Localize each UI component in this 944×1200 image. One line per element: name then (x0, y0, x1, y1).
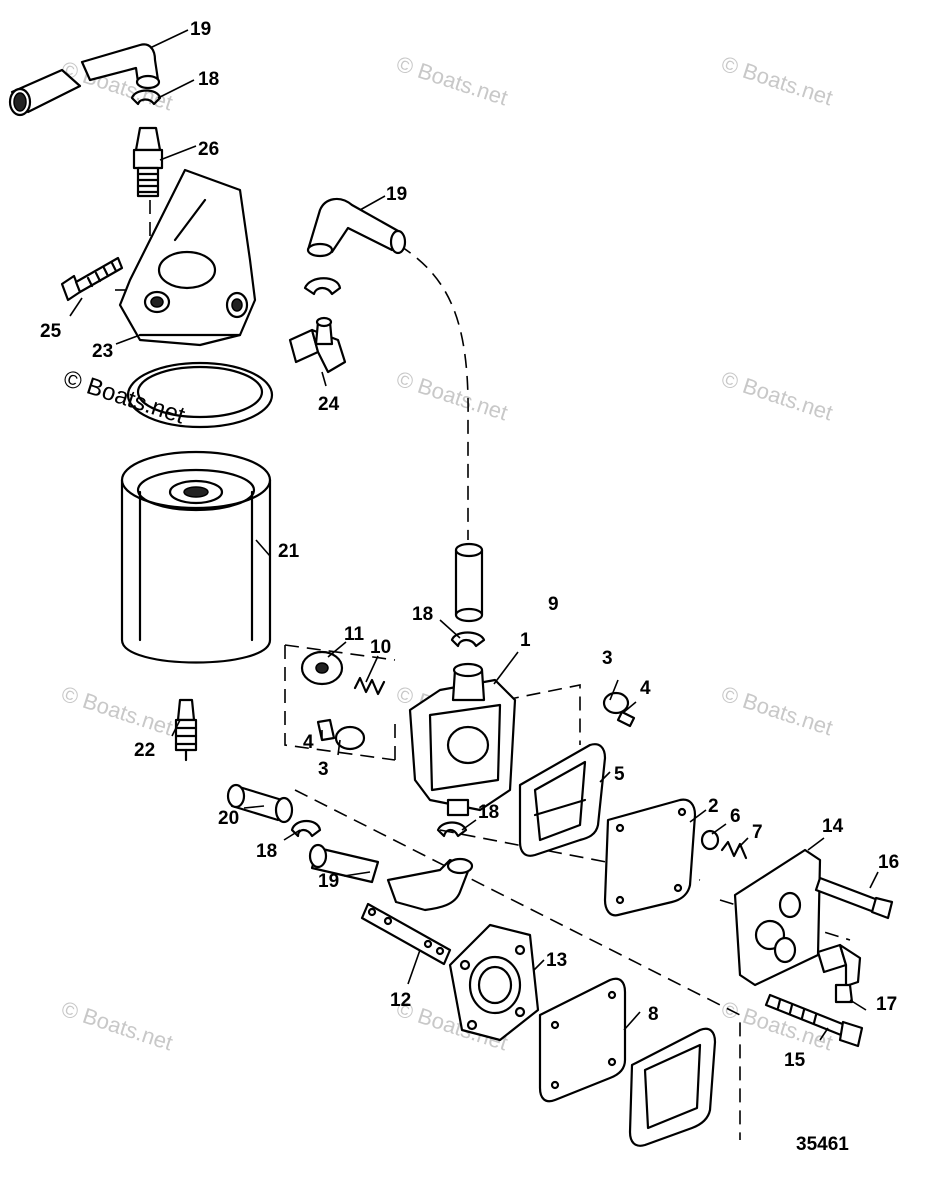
watermark: © Boats.net (393, 366, 510, 425)
callout-4: 4 (303, 732, 314, 753)
filter-canister-21 (120, 450, 272, 664)
bolt-15 (764, 993, 864, 1048)
callout-15: 15 (784, 1050, 806, 1071)
callout-11: 11 (344, 624, 365, 645)
watermark: © Boats.net (718, 51, 835, 110)
callout-26: 26 (198, 139, 219, 160)
watermark: © Boats.net (58, 681, 175, 740)
clamp-18-pump (450, 631, 486, 648)
hose-19-middle (306, 197, 407, 258)
callout-6: 6 (730, 806, 741, 827)
watermark: © Boats.net (718, 366, 835, 425)
callout-5: 5 (614, 764, 625, 785)
callout-9: 9 (548, 594, 559, 615)
seal-ring (126, 361, 274, 429)
watermark: © Boats.net (718, 681, 835, 740)
callout-18: 18 (198, 69, 219, 90)
check-valve-right (602, 691, 636, 728)
leader-lines (69, 29, 879, 1041)
diaphragm-8 (538, 977, 627, 1103)
elbow-24 (288, 316, 347, 374)
fitting-20 (226, 783, 294, 824)
figure-number: 35461 (796, 1134, 849, 1155)
callout-23: 23 (92, 341, 113, 362)
clamp-middle (303, 277, 342, 296)
callout-12: 12 (390, 990, 411, 1011)
cover-14 (733, 848, 822, 987)
diaphragm-2 (603, 798, 697, 917)
callout-18: 18 (256, 841, 277, 862)
pump-body-1 (408, 662, 517, 817)
hose-19-top (8, 43, 161, 117)
elbow-17 (816, 943, 862, 1004)
callout-13: 13 (546, 950, 567, 971)
clamp-18-lower-left (290, 819, 322, 838)
watermark-large: © Boats.net (60, 365, 188, 430)
callout-22: 22 (134, 740, 155, 761)
washer-6 (700, 829, 720, 851)
callout-3: 3 (602, 648, 613, 669)
bolt-25 (60, 256, 124, 302)
strap-12 (360, 902, 452, 966)
callout-4: 4 (640, 678, 651, 699)
watermark: © Boats.net (58, 996, 175, 1055)
callout-19: 19 (318, 871, 339, 892)
callout-19: 19 (190, 19, 211, 40)
diaphragm-11 (300, 650, 344, 686)
filter-head-23 (118, 168, 257, 347)
callout-3: 3 (318, 759, 329, 780)
clamp-18-lower-center (436, 821, 468, 838)
gasket-lower (628, 1027, 717, 1147)
check-valve-left (316, 718, 366, 751)
callout-19: 19 (386, 184, 407, 205)
callout-16: 16 (878, 852, 899, 873)
callout-2: 2 (708, 796, 719, 817)
callout-20: 20 (218, 808, 239, 829)
callout-24: 24 (318, 394, 340, 415)
callout-21: 21 (278, 541, 300, 562)
watermark: © Boats.net (393, 51, 510, 110)
spring-7 (720, 840, 748, 860)
sensor-22 (174, 698, 198, 762)
callout-25: 25 (40, 321, 62, 342)
bolt-16 (814, 876, 894, 920)
pump-base-13 (448, 923, 540, 1042)
callout-17: 17 (876, 994, 897, 1015)
callouts: 19 18 26 19 25 23 24 21 22 9 18 11 10 1 … (40, 19, 899, 1071)
gasket-5 (518, 743, 607, 857)
callout-18: 18 (478, 802, 499, 823)
hose-stub-9 (454, 542, 484, 623)
callout-8: 8 (648, 1004, 659, 1025)
callout-18: 18 (412, 604, 433, 625)
spring-10 (353, 676, 386, 696)
callout-7: 7 (752, 822, 763, 843)
callout-10: 10 (370, 637, 391, 658)
callout-1: 1 (520, 630, 531, 651)
fitting-26 (132, 126, 164, 198)
callout-14: 14 (822, 816, 844, 837)
clamp-18-top (130, 89, 162, 106)
